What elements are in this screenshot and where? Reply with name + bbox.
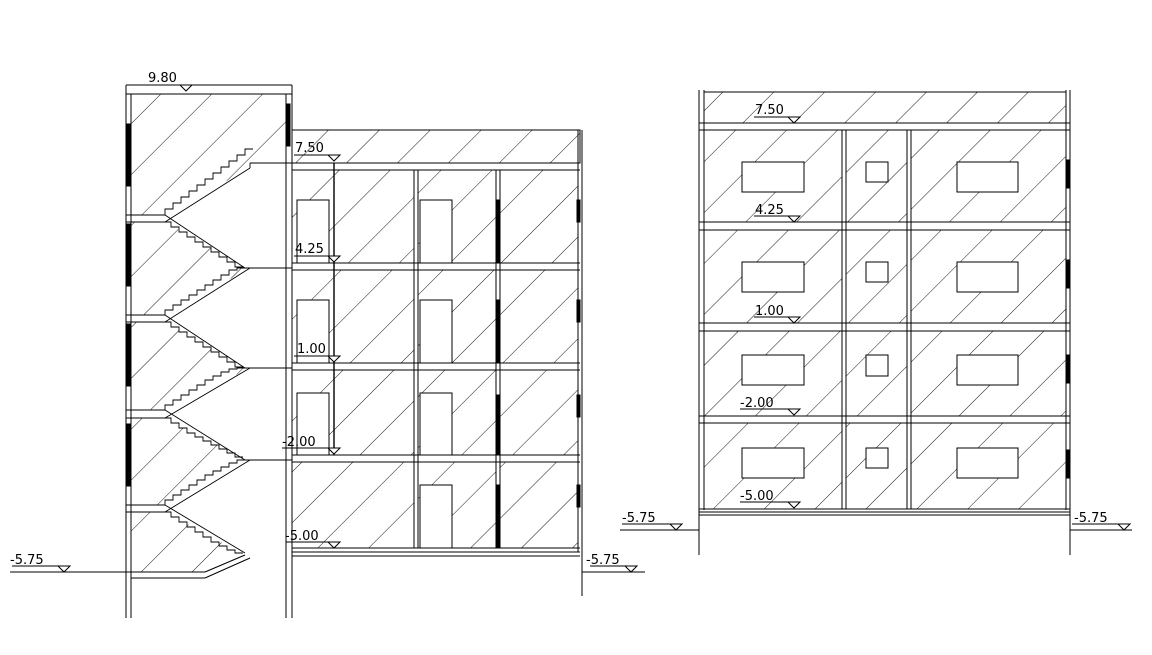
level-label-minus-5-00: -5.00 [740,489,774,504]
stair-landings [126,214,251,579]
level-label-ground-right: -5.75 [1074,511,1108,526]
level-label-ground-right: -5.75 [586,553,620,568]
level-label-1-00: 1.00 [297,342,326,357]
level-markers-right [622,116,1132,531]
elevation-windows [741,161,1019,479]
level-label-ground-left: -5.75 [10,553,44,568]
level-label-roof: 9.80 [148,71,177,86]
level-label-4-25: 4.25 [295,242,324,257]
level-label-7-50: 7.50 [755,103,784,118]
elevation-frame [698,90,1071,555]
building-section-left [10,84,645,618]
level-label-4-25: 4.25 [755,203,784,218]
level-label-1-00: 1.00 [755,304,784,319]
level-label-ground-left: -5.75 [622,511,656,526]
elevation-panels [703,91,1067,510]
level-label-minus-5-00: -5.00 [285,529,319,544]
level-markers-left [12,84,639,573]
level-label-7-50: 7.50 [295,141,324,156]
stair-tower-hatch [131,94,286,572]
main-block-left [291,129,583,596]
stair-flights [164,148,292,554]
level-labels-left: 9.80 7.50 4.25 1.00 -2.00 -5.00 -5.75 -5… [10,71,620,568]
level-labels-right: 7.50 4.25 1.00 -2.00 -5.00 -5.75 -5.75 [622,103,1108,526]
building-elevation-right [620,90,1132,555]
level-label-minus-2-00: -2.00 [282,435,316,450]
level-label-minus-2-00: -2.00 [740,396,774,411]
